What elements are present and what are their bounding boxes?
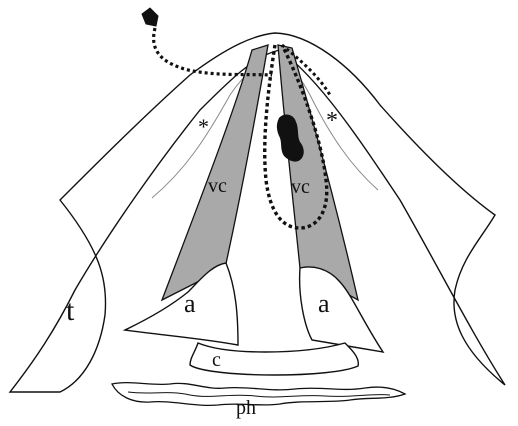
label-ph: ph <box>236 397 256 419</box>
pharynx-outline <box>112 383 405 406</box>
label-a-left: a <box>184 289 196 318</box>
label-vc-left: vc <box>208 175 227 197</box>
arrow-icon <box>142 8 158 26</box>
label-t: t <box>66 294 75 327</box>
label-star-right: * <box>326 108 338 134</box>
label-a-right: a <box>318 289 330 318</box>
label-star-left: * <box>198 114 209 139</box>
label-c: c <box>212 349 221 371</box>
label-vc-right: vc <box>291 176 310 198</box>
